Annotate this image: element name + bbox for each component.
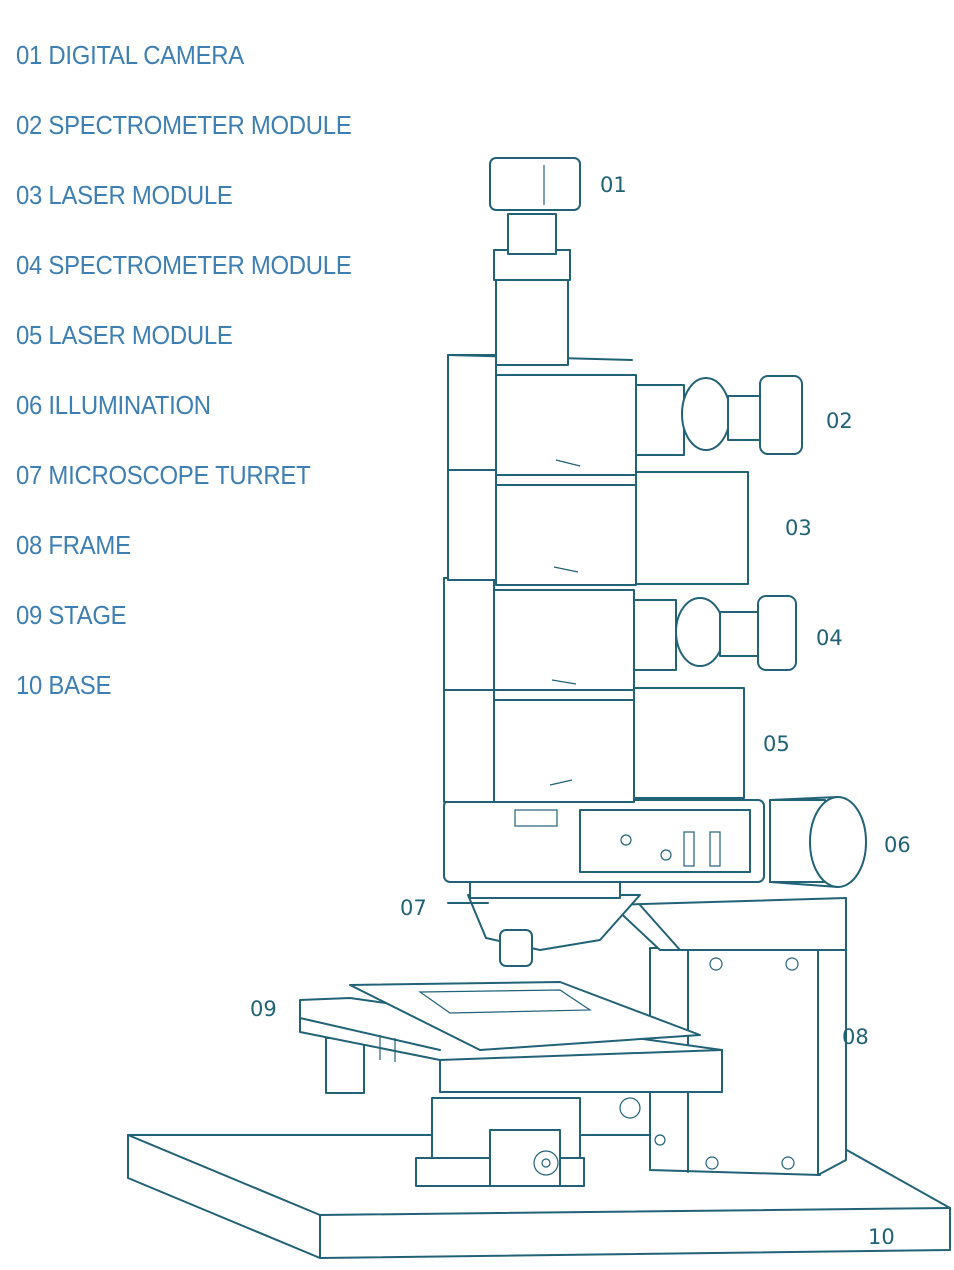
callout-05: 05	[763, 732, 790, 756]
callout-08: 08	[842, 1025, 869, 1049]
legend-item-laser-module-1: 03 LASER MODULE	[16, 180, 233, 210]
callout-04: 04	[816, 626, 843, 650]
legend-item-microscope-turret: 07 MICROSCOPE TURRET	[16, 460, 311, 490]
microscope-turret	[447, 879, 641, 967]
illumination-body	[443, 796, 867, 888]
legend-item-spectrometer-module-1: 02 SPECTROMETER MODULE	[16, 110, 352, 140]
callout-09: 09	[250, 997, 277, 1021]
laser-module-upper	[447, 469, 749, 586]
legend-item-stage: 09 STAGE	[16, 600, 127, 630]
legend-item-spectrometer-module-2: 04 SPECTROMETER MODULE	[16, 250, 352, 280]
legend-item-digital-camera: 01 DIGITAL CAMERA	[16, 40, 244, 70]
callout-07: 07	[400, 896, 427, 920]
legend-item-frame: 08 FRAME	[16, 530, 131, 560]
callout-02: 02	[826, 409, 853, 433]
stage-assembly	[299, 981, 723, 1187]
legend-item-illumination: 06 ILLUMINATION	[16, 390, 211, 420]
callout-06: 06	[884, 833, 911, 857]
frame-column	[611, 897, 847, 1176]
laser-module-lower	[443, 687, 745, 803]
callout-03: 03	[785, 516, 812, 540]
callout-10: 10	[868, 1225, 895, 1249]
digital-camera	[489, 157, 581, 366]
legend-item-base: 10 BASE	[16, 670, 112, 700]
callout-01: 01	[600, 173, 627, 197]
legend-item-laser-module-2: 05 LASER MODULE	[16, 320, 233, 350]
spectrometer-module-upper	[447, 354, 803, 476]
component-legend: 01 DIGITAL CAMERA 02 SPECTROMETER MODULE…	[16, 38, 381, 738]
spectrometer-module-lower	[443, 574, 797, 691]
